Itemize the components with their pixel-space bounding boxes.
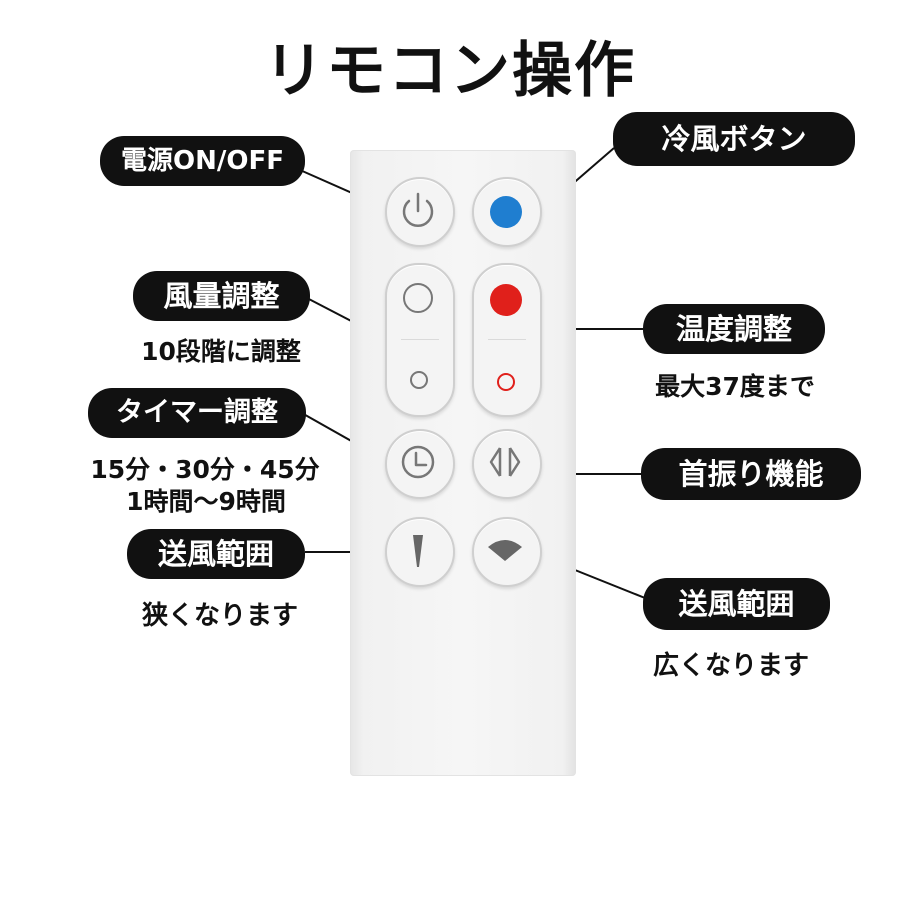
circle-large-icon	[403, 283, 433, 313]
power-label: 電源ON/OFF	[100, 136, 305, 186]
temperature-description: 最大37度まで	[655, 372, 815, 401]
narrow-airflow-description: 狭くなります	[141, 601, 298, 631]
temperature-label: 温度調整	[643, 304, 825, 354]
timer-label: タイマー調整	[88, 388, 306, 438]
red-dot-icon	[490, 284, 522, 316]
temperature-up-button[interactable]	[474, 265, 540, 340]
wide-airflow-description: 広くなります	[652, 651, 809, 681]
divider	[401, 339, 439, 340]
remote-control	[350, 150, 576, 776]
blue-dot-icon	[490, 196, 522, 228]
cool-air-label: 冷風ボタン	[613, 112, 855, 166]
narrow-airflow-label: 送風範囲	[127, 529, 305, 579]
fan-speed-buttons	[385, 263, 455, 417]
timer-button[interactable]	[385, 429, 455, 499]
oscillation-button[interactable]	[472, 429, 542, 499]
narrow-airflow-icon	[413, 535, 423, 567]
timer-description-minutes: 15分・30分・45分	[90, 455, 320, 484]
timer-description-hours: 1時間〜9時間	[126, 487, 286, 516]
wide-airflow-label: 送風範囲	[643, 578, 830, 630]
page-title: リモコン操作	[264, 36, 636, 106]
fan-speed-label: 風量調整	[133, 271, 310, 321]
red-ring-icon	[497, 373, 515, 391]
temperature-down-button[interactable]	[474, 340, 540, 415]
cool-air-button[interactable]	[472, 177, 542, 247]
fan-speed-description: 10段階に調整	[141, 337, 301, 366]
wide-airflow-icon	[488, 540, 522, 561]
oscillation-arrows-icon	[489, 447, 521, 477]
fan-speed-down-button[interactable]	[387, 340, 453, 415]
fan-speed-up-button[interactable]	[387, 265, 453, 340]
narrow-airflow-button[interactable]	[385, 517, 455, 587]
power-icon	[402, 192, 434, 227]
power-button[interactable]	[385, 177, 455, 247]
circle-small-icon	[410, 371, 428, 389]
wide-airflow-button[interactable]	[472, 517, 542, 587]
divider	[488, 339, 526, 340]
clock-icon	[401, 445, 435, 479]
temperature-buttons	[472, 263, 542, 417]
oscillation-label: 首振り機能	[641, 448, 861, 500]
